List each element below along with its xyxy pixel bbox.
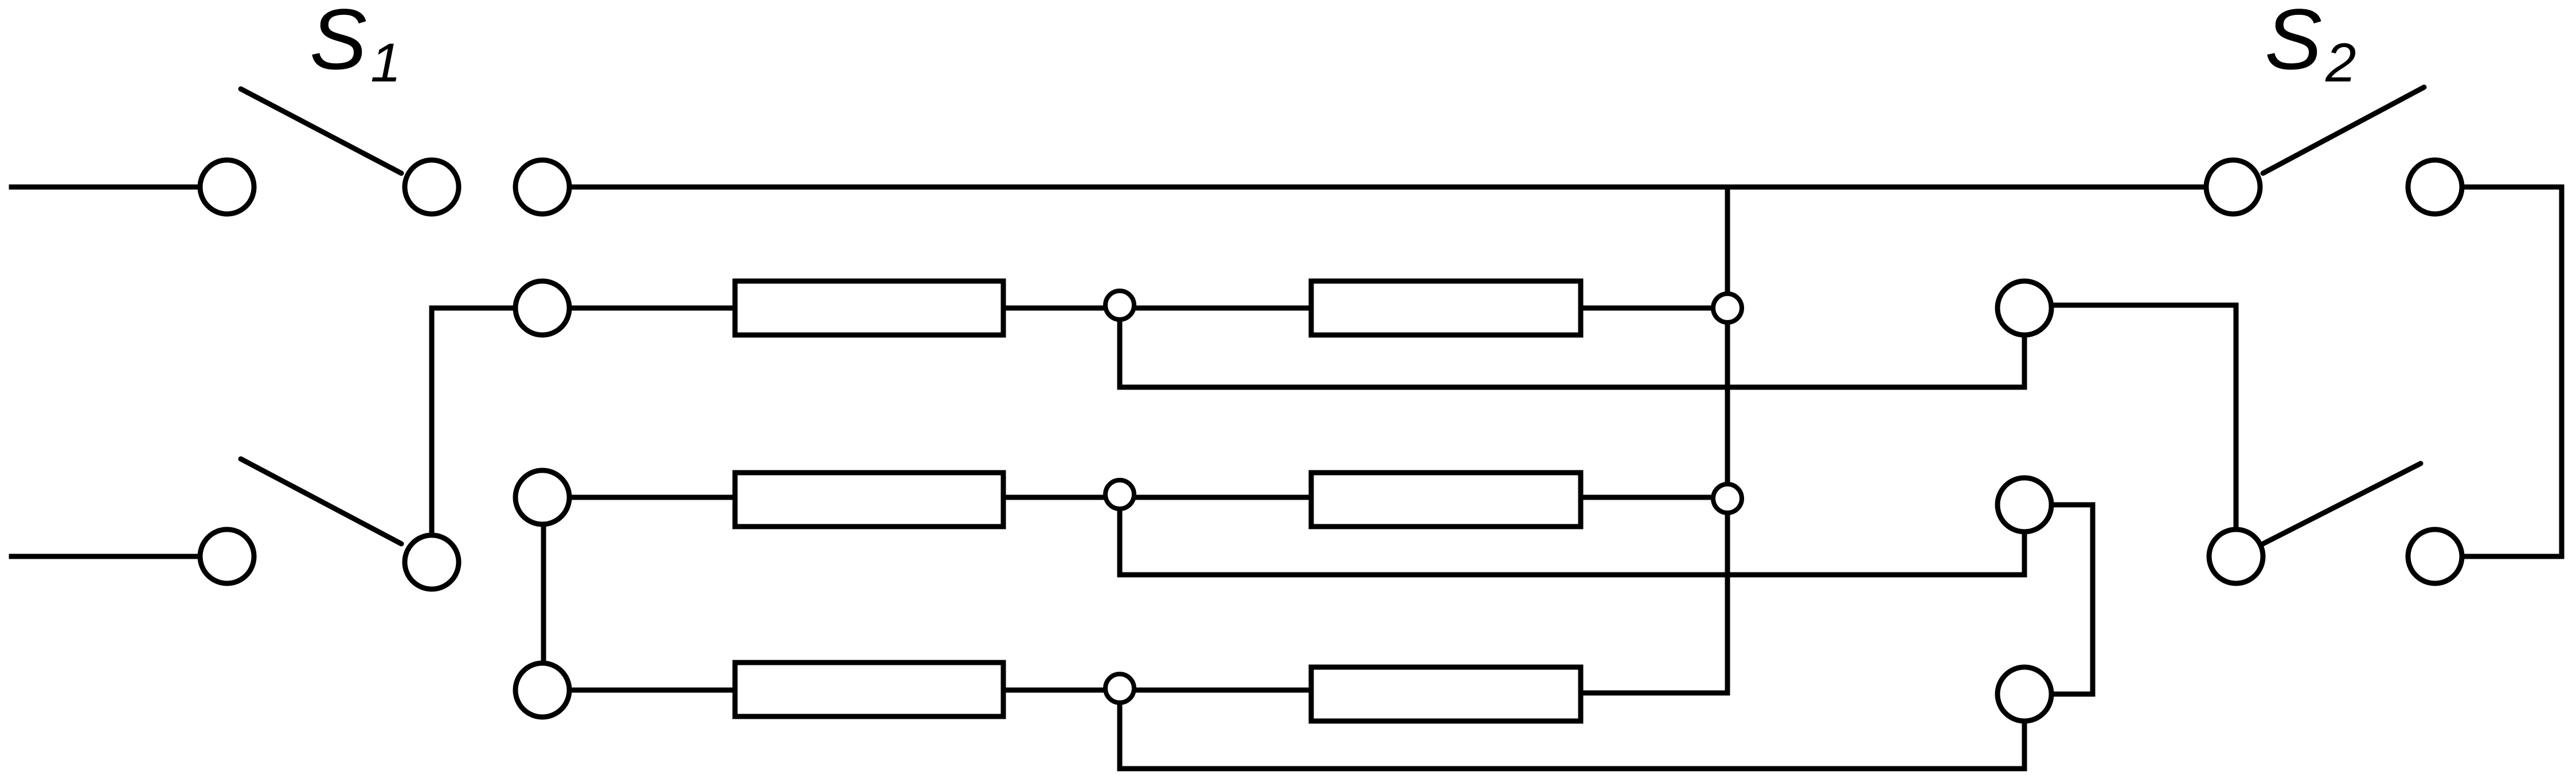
terminal-input-top (197, 157, 257, 217)
node-row1-center (1711, 291, 1744, 325)
node-row3-mid (1103, 672, 1136, 705)
terminal-bus-left (513, 157, 572, 217)
row1-to-s2-wire (2050, 302, 2239, 534)
terminal-input-bottom (197, 527, 257, 586)
resistor-r2a (732, 470, 1006, 529)
terminal-row1-left (513, 278, 572, 338)
terminal-s2-top-common (2203, 157, 2263, 217)
s1-lever-bottom (238, 456, 404, 547)
s2-right-loop-wire (2460, 184, 2565, 559)
terminal-row3-right (1995, 664, 2054, 724)
node-row1-mid (1103, 289, 1136, 322)
terminal-s2-top-contact (2405, 157, 2465, 217)
node-row2-center (1711, 482, 1744, 515)
row3-bypass-wire (1117, 702, 2027, 772)
center-vertical-wire (1578, 184, 1730, 696)
resistor-r3a (732, 660, 1006, 719)
resistor-r1a (732, 278, 1006, 338)
row2-bypass-wire (1117, 509, 2027, 578)
switch-levers (238, 84, 2427, 547)
terminal-s1-bottom-contact (402, 532, 462, 592)
s2-lever-top (2260, 84, 2427, 176)
switch-s2-label: S2 (2265, 0, 2356, 94)
resistor-r3b (1308, 664, 1584, 724)
terminal-row3-left (513, 660, 572, 720)
terminal-s1-top-contact (402, 157, 462, 217)
terminal-row1-right (1995, 278, 2054, 338)
junction-nodes (1103, 289, 1744, 705)
terminal-row2-left (513, 468, 572, 527)
resistors (732, 278, 1584, 724)
row1-bypass-wire (1117, 320, 2027, 390)
s2-lever-bottom (2260, 461, 2423, 547)
terminal-row2-right (1995, 475, 2054, 535)
node-row2-mid (1103, 478, 1136, 511)
terminal-s2-bottom-common (2206, 527, 2266, 586)
switch-s1-label: S1 (310, 0, 401, 94)
resistor-r1b (1308, 278, 1584, 338)
terminals (197, 157, 2465, 724)
resistor-r2b (1308, 470, 1584, 529)
s1-lever-top (238, 86, 404, 176)
row2-row3-link-wire (2050, 502, 2096, 697)
terminal-s2-bottom-contact (2405, 527, 2465, 586)
wires (9, 184, 2565, 772)
s1-upper-link-wire (429, 305, 519, 540)
